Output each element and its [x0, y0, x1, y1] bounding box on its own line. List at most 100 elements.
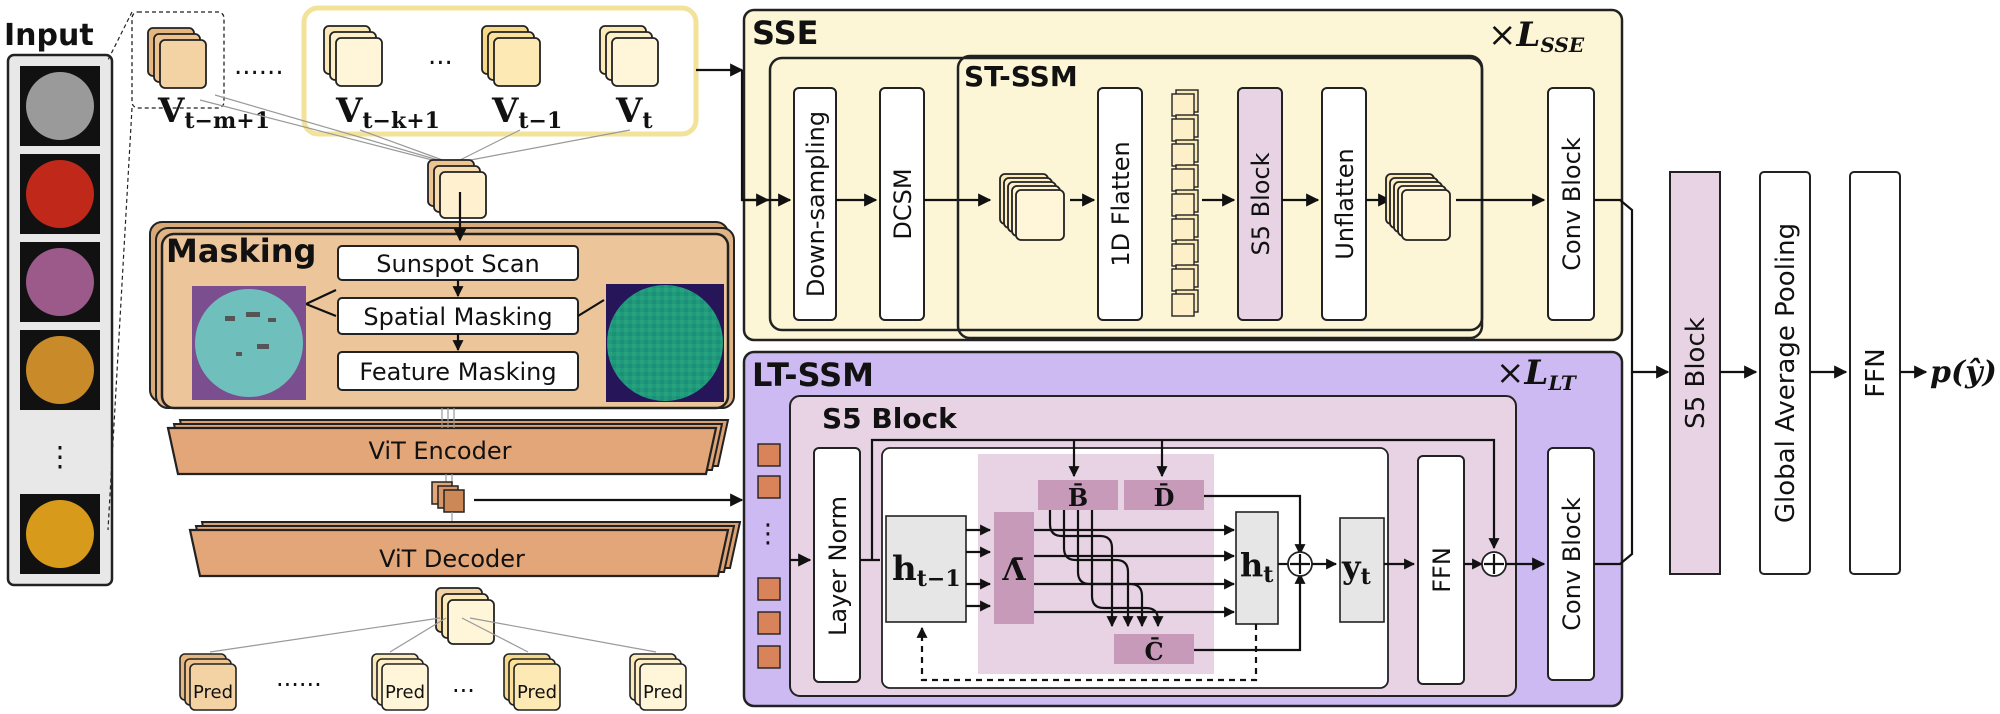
frames-dots: ...... [234, 51, 284, 81]
lt-ffn-box [1417, 455, 1465, 685]
sum-node-2 [1481, 551, 1507, 577]
feature-grid-disc [607, 285, 723, 401]
lt-token [757, 443, 781, 467]
sequence-token [1171, 293, 1195, 317]
solar-disc [26, 248, 94, 316]
connector-left-1 [305, 289, 337, 305]
feature-map [1401, 189, 1451, 241]
h-t-box [1235, 511, 1279, 625]
d-label: D̄ [1154, 483, 1175, 512]
sequence-token [1171, 143, 1195, 167]
sequence-token [1171, 168, 1195, 192]
layer-norm-label: Layer Norm [824, 496, 852, 636]
s5-block-title: S5 Block [822, 402, 958, 435]
vit-decoder-label: ViT Decoder [379, 545, 525, 573]
lt-token [757, 577, 781, 601]
h-prev-box [885, 515, 967, 623]
solar-disc [26, 336, 94, 404]
feature-map [1015, 189, 1065, 241]
lt-ffn-label: FFN [1428, 547, 1456, 593]
sse-conv-block-box [1547, 87, 1595, 321]
frame-card [493, 37, 541, 87]
window-dash-line-top [107, 11, 133, 61]
frame-stack-v-t-1 [481, 25, 541, 87]
b-box [1038, 480, 1118, 510]
pred-card [639, 663, 687, 711]
lt-to-s5-head [1594, 372, 1634, 566]
pred-mid-dots: ... [452, 670, 475, 698]
down-sampling-box [793, 87, 837, 321]
sse-conv-block-label: Conv Block [1558, 137, 1586, 270]
frame-stack-v-t [599, 25, 659, 87]
vit-decoder [188, 521, 742, 578]
st-s5-block-label: S5 Block [1247, 152, 1275, 255]
lambda-box [994, 512, 1034, 624]
lt-token [757, 611, 781, 635]
head-s5-block-label: S5 Block [1681, 317, 1711, 429]
pred-label: Pred [643, 682, 683, 703]
sequence-token [1171, 218, 1195, 242]
head-ffn-label: FFN [1861, 348, 1891, 397]
head-s5-block-box [1669, 171, 1721, 575]
residual-skip-line [870, 438, 1500, 560]
connector-right [577, 299, 605, 317]
lt-ssm-title: LT-SSM [752, 356, 874, 394]
c-label: C̄ [1144, 637, 1163, 666]
y-t-label: yt [1341, 548, 1372, 590]
solar-disc [26, 500, 94, 568]
masking-title: Masking [166, 232, 316, 270]
unflatten-label: Unflatten [1331, 148, 1359, 259]
h-prev-label: ht−1 [892, 549, 961, 592]
sse-repeat: ×LSSE [1488, 15, 1585, 57]
lt-token-dots: ⋮ [755, 519, 781, 549]
pred-label: Pred [517, 682, 557, 703]
input-frames [20, 66, 100, 574]
frame-card [611, 37, 659, 87]
pred-fan-lines [209, 617, 657, 653]
input-ellipsis: ⋮ [46, 440, 74, 473]
solar-disc [26, 72, 94, 140]
pred-label: Pred [385, 682, 425, 703]
latent-token [443, 489, 465, 513]
spatial-masking-label: Spatial Masking [363, 303, 552, 331]
masked-sun-spots [225, 312, 276, 356]
lt-token [757, 475, 781, 499]
sequence-token [1171, 118, 1195, 142]
dcsm-label: DCSM [889, 168, 917, 239]
window-dash-line [107, 107, 133, 531]
sequence-token [1171, 193, 1195, 217]
frames-mid-dots: ... [428, 41, 453, 71]
frame-card [439, 171, 487, 219]
vit-encoder-label: ViT Encoder [369, 437, 512, 465]
lambda-label: Λ̄ [1001, 553, 1026, 588]
sse-to-s5-head [1594, 198, 1670, 379]
frame-card [159, 39, 207, 89]
connector-left-2 [305, 302, 337, 318]
lt-conv-block-label: Conv Block [1558, 497, 1586, 630]
st-ssm-input-stack [999, 173, 1065, 241]
pred-card [381, 663, 429, 711]
dcsm-box [879, 87, 925, 321]
lt-input-tokens [757, 443, 781, 669]
ssm-wiring [966, 494, 1306, 652]
gap-label: Global Average Pooling [1771, 223, 1801, 523]
input-title: Input [4, 18, 94, 53]
feature-masking-label: Feature Masking [359, 358, 556, 386]
latent-tokens [431, 481, 465, 513]
sequence-token [1171, 93, 1195, 117]
pred-card [189, 663, 237, 711]
output-label: p(ŷ) [1930, 355, 1997, 390]
label-v-t-k-1: Vt−k+1 [335, 91, 440, 134]
label-v-t: Vt [615, 91, 653, 134]
lt-repeat: ×LLT [1496, 353, 1578, 395]
vit-encoder [166, 419, 730, 476]
unflatten-box [1321, 87, 1367, 321]
c-box [1114, 634, 1194, 664]
d-box [1124, 480, 1204, 510]
recurrent-feedback-line [916, 624, 1258, 682]
flatten-box [1097, 87, 1143, 321]
sse-title: SSE [752, 14, 819, 52]
